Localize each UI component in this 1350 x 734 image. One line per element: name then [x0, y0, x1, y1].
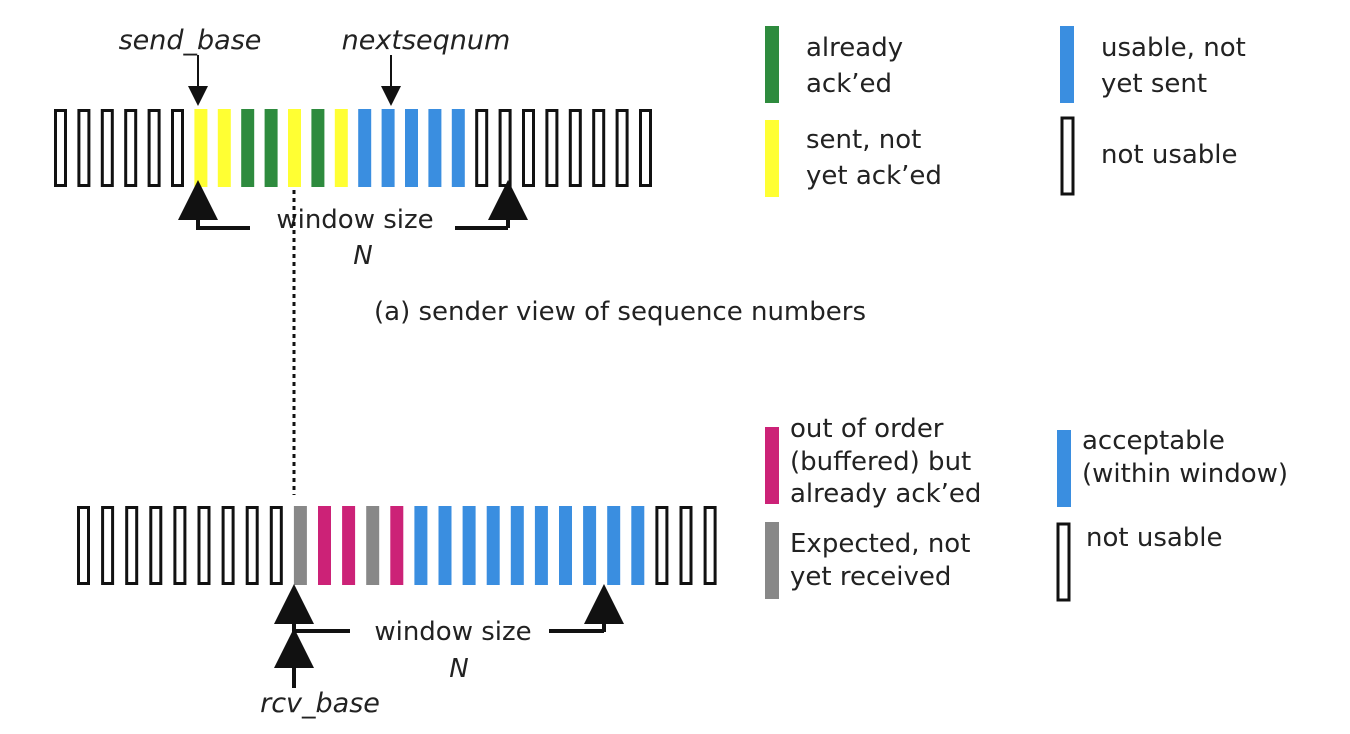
sender-slot-not-usable: [592, 109, 606, 187]
receiver-slot-buffered: [318, 506, 331, 585]
nextseqnum-label: nextseqnum: [342, 25, 511, 56]
legend-sent-not-acked-line2: yet ack’ed: [806, 161, 942, 191]
legend-swatch-acceptable: [1057, 430, 1071, 507]
sender-slot-usable-not-sent: [358, 109, 372, 187]
sender-slot-not-usable: [171, 109, 184, 187]
receiver-slot-not-usable: [149, 506, 163, 585]
sender-slot-not-usable: [475, 109, 489, 187]
receiver-legend: out of order (buffered) but already ack’…: [765, 414, 1288, 602]
receiver-slot-acceptable: [607, 506, 621, 585]
receiver-slot-not-usable: [101, 506, 115, 585]
legend-swatch-receiver-not-usable: [1056, 522, 1071, 602]
legend-swatch-already-acked: [765, 26, 779, 103]
receiver-slot-not-usable: [269, 506, 283, 585]
sender-window-size-label: window size: [276, 205, 433, 235]
receiver-slot-acceptable: [414, 506, 428, 585]
sender-slot-sent-not-acked: [334, 109, 348, 187]
legend-usable-not-sent-line2: yet sent: [1101, 69, 1207, 99]
legend-already-acked-line2: ack’ed: [806, 69, 892, 99]
receiver-slot-acceptable: [583, 506, 597, 585]
receiver-slot-not-usable: [125, 506, 139, 585]
sender-legend: already ack’ed usable, not yet sent sent…: [765, 26, 1246, 197]
legend-swatch-sent-not-acked: [765, 120, 779, 197]
sender-slot-not-usable: [100, 109, 114, 187]
receiver-window-n-label: N: [449, 654, 468, 684]
sender-slot-usable-not-sent: [405, 109, 418, 187]
sender-slot-not-usable: [77, 109, 91, 187]
receiver-window-size-label: window size: [374, 617, 531, 647]
sender-view: send_base nextseqnum window size N (a) s…: [54, 25, 866, 327]
receiver-slot-buffered: [390, 506, 404, 585]
legend-sent-not-acked-line1: sent, not: [806, 125, 921, 155]
legend-already-acked-line1: already: [806, 33, 903, 63]
receiver-slot-acceptable: [534, 506, 548, 585]
legend-buffered-line2: (buffered) but: [790, 447, 971, 477]
legend-swatch-buffered: [765, 427, 779, 504]
sender-slot-sent-not-acked: [217, 109, 231, 187]
sender-slot-acked: [264, 109, 278, 187]
sender-slot-not-usable: [124, 109, 138, 187]
receiver-slot-not-usable: [197, 506, 211, 585]
receiver-slot-not-usable: [703, 506, 717, 585]
sender-window-n-label: N: [353, 241, 372, 271]
receiver-slot-acceptable: [631, 506, 645, 585]
sender-slot-acked: [241, 109, 255, 187]
sender-slot-sent-not-acked: [194, 109, 208, 187]
legend-buffered-line1: out of order: [790, 414, 944, 444]
receiver-sequence-slots: [77, 506, 717, 585]
legend-usable-not-sent-line1: usable, not: [1101, 33, 1246, 63]
receiver-slot-acceptable: [559, 506, 572, 585]
legend-swatch-expected: [765, 522, 779, 599]
legend-expected-line2: yet received: [790, 562, 951, 592]
sender-slot-not-usable: [615, 109, 629, 187]
legend-swatch-not-usable: [1060, 116, 1075, 196]
legend-expected-line1: Expected, not: [790, 529, 970, 559]
receiver-slot-expected: [293, 506, 307, 585]
legend-acceptable-line2: (within window): [1082, 459, 1288, 489]
receiver-slot-not-usable: [77, 506, 90, 585]
receiver-slot-not-usable: [173, 506, 187, 585]
sender-slot-usable-not-sent: [451, 109, 465, 187]
receiver-slot-not-usable: [679, 506, 693, 585]
receiver-slot-not-usable: [221, 506, 235, 585]
receiver-slot-not-usable: [655, 506, 669, 585]
legend-receiver-not-usable-text: not usable: [1086, 523, 1223, 553]
sender-slot-acked: [311, 109, 325, 187]
sender-slot-not-usable: [147, 109, 161, 187]
receiver-slot-acceptable: [510, 506, 524, 585]
receiver-slot-acceptable: [438, 506, 452, 585]
sender-slot-not-usable: [545, 109, 559, 187]
legend-sender-not-usable-text: not usable: [1101, 140, 1238, 170]
sender-sequence-slots: [54, 109, 652, 187]
receiver-slot-buffered: [342, 506, 356, 585]
send-base-label: send_base: [119, 25, 262, 56]
sender-slot-not-usable: [498, 109, 512, 187]
sender-slot-not-usable: [54, 109, 67, 187]
receiver-slot-expected: [366, 506, 380, 585]
sender-slot-not-usable: [568, 109, 582, 187]
sender-slot-usable-not-sent: [428, 109, 442, 187]
legend-buffered-line3: already ack’ed: [790, 479, 981, 509]
sender-slot-sent-not-acked: [288, 109, 301, 187]
sender-slot-not-usable: [639, 109, 652, 187]
rcv-base-label: rcv_base: [260, 688, 380, 719]
receiver-view: window size N rcv_base: [77, 506, 717, 719]
sender-caption: (a) sender view of sequence numbers: [374, 297, 866, 327]
legend-swatch-usable-not-sent: [1060, 26, 1074, 103]
receiver-slot-not-usable: [245, 506, 259, 585]
sender-slot-usable-not-sent: [381, 109, 395, 187]
receiver-slot-acceptable: [486, 506, 500, 585]
legend-acceptable-line1: acceptable: [1082, 426, 1225, 456]
receiver-slot-acceptable: [462, 506, 476, 585]
sender-slot-not-usable: [522, 109, 535, 187]
